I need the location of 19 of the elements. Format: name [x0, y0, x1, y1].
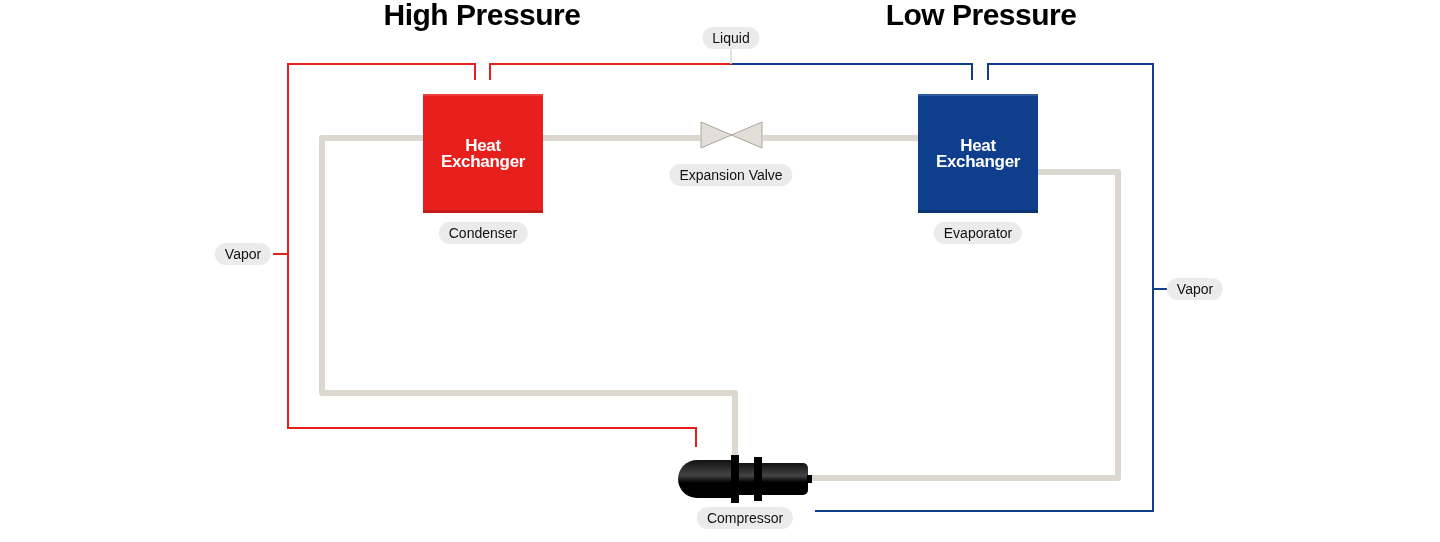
box-label: Heat Exchanger: [439, 137, 527, 170]
valve-symbol: [700, 121, 763, 149]
component-label: Condenser: [438, 222, 528, 244]
state-label: Vapor: [1166, 278, 1224, 300]
component-label: Expansion Valve: [669, 164, 793, 186]
component-label: Evaporator: [933, 222, 1023, 244]
pipe: [319, 135, 738, 455]
pipe: [812, 169, 1121, 481]
heat-exchanger-box: [423, 94, 543, 213]
state-label: Liquid: [702, 27, 760, 49]
pipe: [543, 135, 700, 141]
box-label: Heat Exchanger: [934, 137, 1022, 170]
pipe: [763, 135, 918, 141]
section-heading: High Pressure: [383, 0, 581, 32]
section-heading: Low Pressure: [885, 0, 1077, 32]
compressor-drawing: [677, 455, 812, 503]
component-label: Compressor: [696, 507, 794, 529]
heat-exchanger-box: [918, 94, 1038, 213]
state-label: Vapor: [214, 243, 272, 265]
